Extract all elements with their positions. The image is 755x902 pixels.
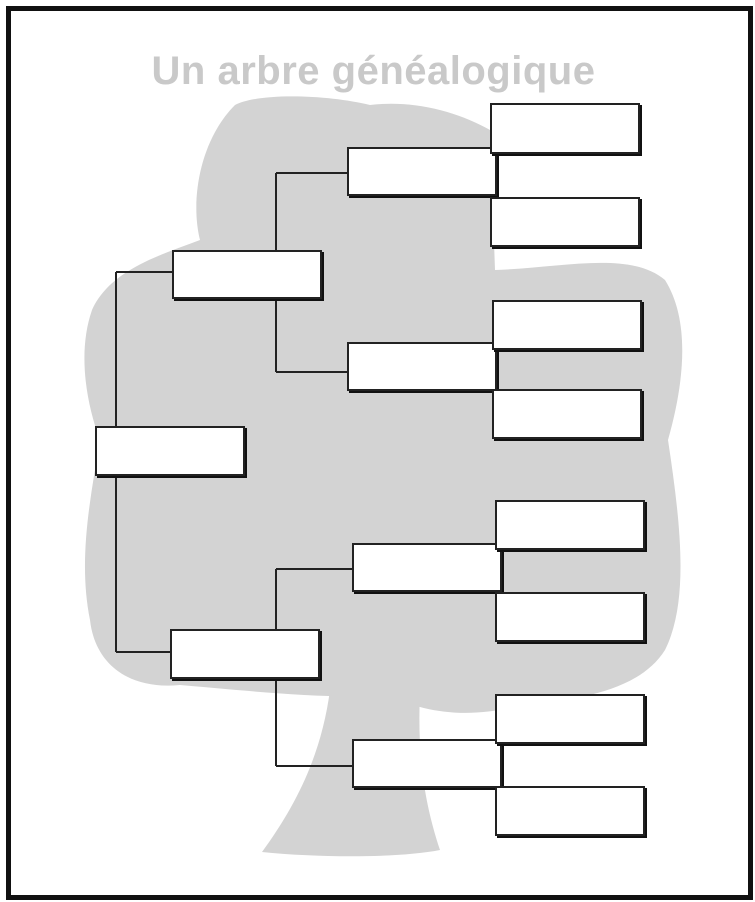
tree-box-grandparent-3[interactable] [352, 543, 502, 592]
tree-box-grandparent-2[interactable] [347, 342, 497, 391]
tree-box-great-grandparent-4[interactable] [492, 389, 642, 439]
tree-box-grandparent-1[interactable] [347, 147, 497, 196]
tree-box-root[interactable] [95, 426, 245, 476]
tree-box-parent-2[interactable] [170, 629, 320, 679]
tree-box-parent-1[interactable] [172, 250, 322, 299]
tree-box-great-grandparent-5[interactable] [495, 500, 645, 550]
tree-box-grandparent-4[interactable] [352, 739, 502, 788]
tree-box-great-grandparent-6[interactable] [495, 592, 645, 642]
tree-box-great-grandparent-7[interactable] [495, 694, 645, 744]
tree-box-great-grandparent-1[interactable] [490, 103, 640, 154]
tree-box-great-grandparent-3[interactable] [492, 300, 642, 350]
tree-box-great-grandparent-2[interactable] [490, 197, 640, 247]
tree-box-great-grandparent-8[interactable] [495, 786, 645, 836]
